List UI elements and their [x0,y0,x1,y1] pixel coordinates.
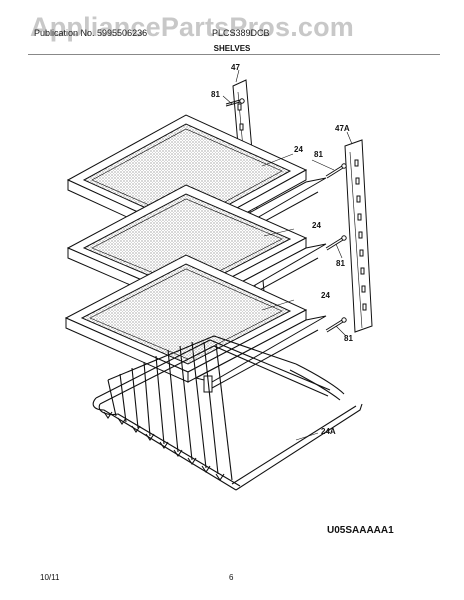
footer-page-number: 6 [229,573,234,582]
leader-47a [346,131,353,145]
callout-81-top-left: 81 [211,90,220,99]
callout-81-right-1: 81 [314,150,323,159]
leader-81-top [222,95,233,105]
callout-47: 47 [231,63,240,72]
diagram-code: U05SAAAAA1 [327,525,394,536]
leader-lines [261,153,347,441]
watermark-logo: AppliancePartsPros.com [30,12,355,42]
wire-rack [92,335,363,491]
screw-right-2 [325,235,347,251]
footer-date: 10/11 [40,573,60,582]
page-title: SHELVES [213,44,251,53]
leader-47 [235,69,240,83]
callout-24-shelf-2: 24 [312,221,321,230]
right-shelf-support [344,139,373,333]
shelf-3 [64,254,327,393]
screw-top-left [225,98,245,107]
screw-right-3 [325,317,347,333]
callout-81-right-2: 81 [336,259,345,268]
callout-24a-rack: 24A [321,427,336,436]
callout-81-right-3: 81 [344,334,353,343]
screw-right-1 [325,163,347,179]
publication-number: Publication No. 5995506236 [34,28,148,38]
model-number: PLCS389DCB [212,28,270,38]
callout-24-shelf-3: 24 [321,291,330,300]
callout-47a: 47A [335,124,350,133]
header-divider [28,54,440,55]
callout-24-shelf-1: 24 [294,145,303,154]
